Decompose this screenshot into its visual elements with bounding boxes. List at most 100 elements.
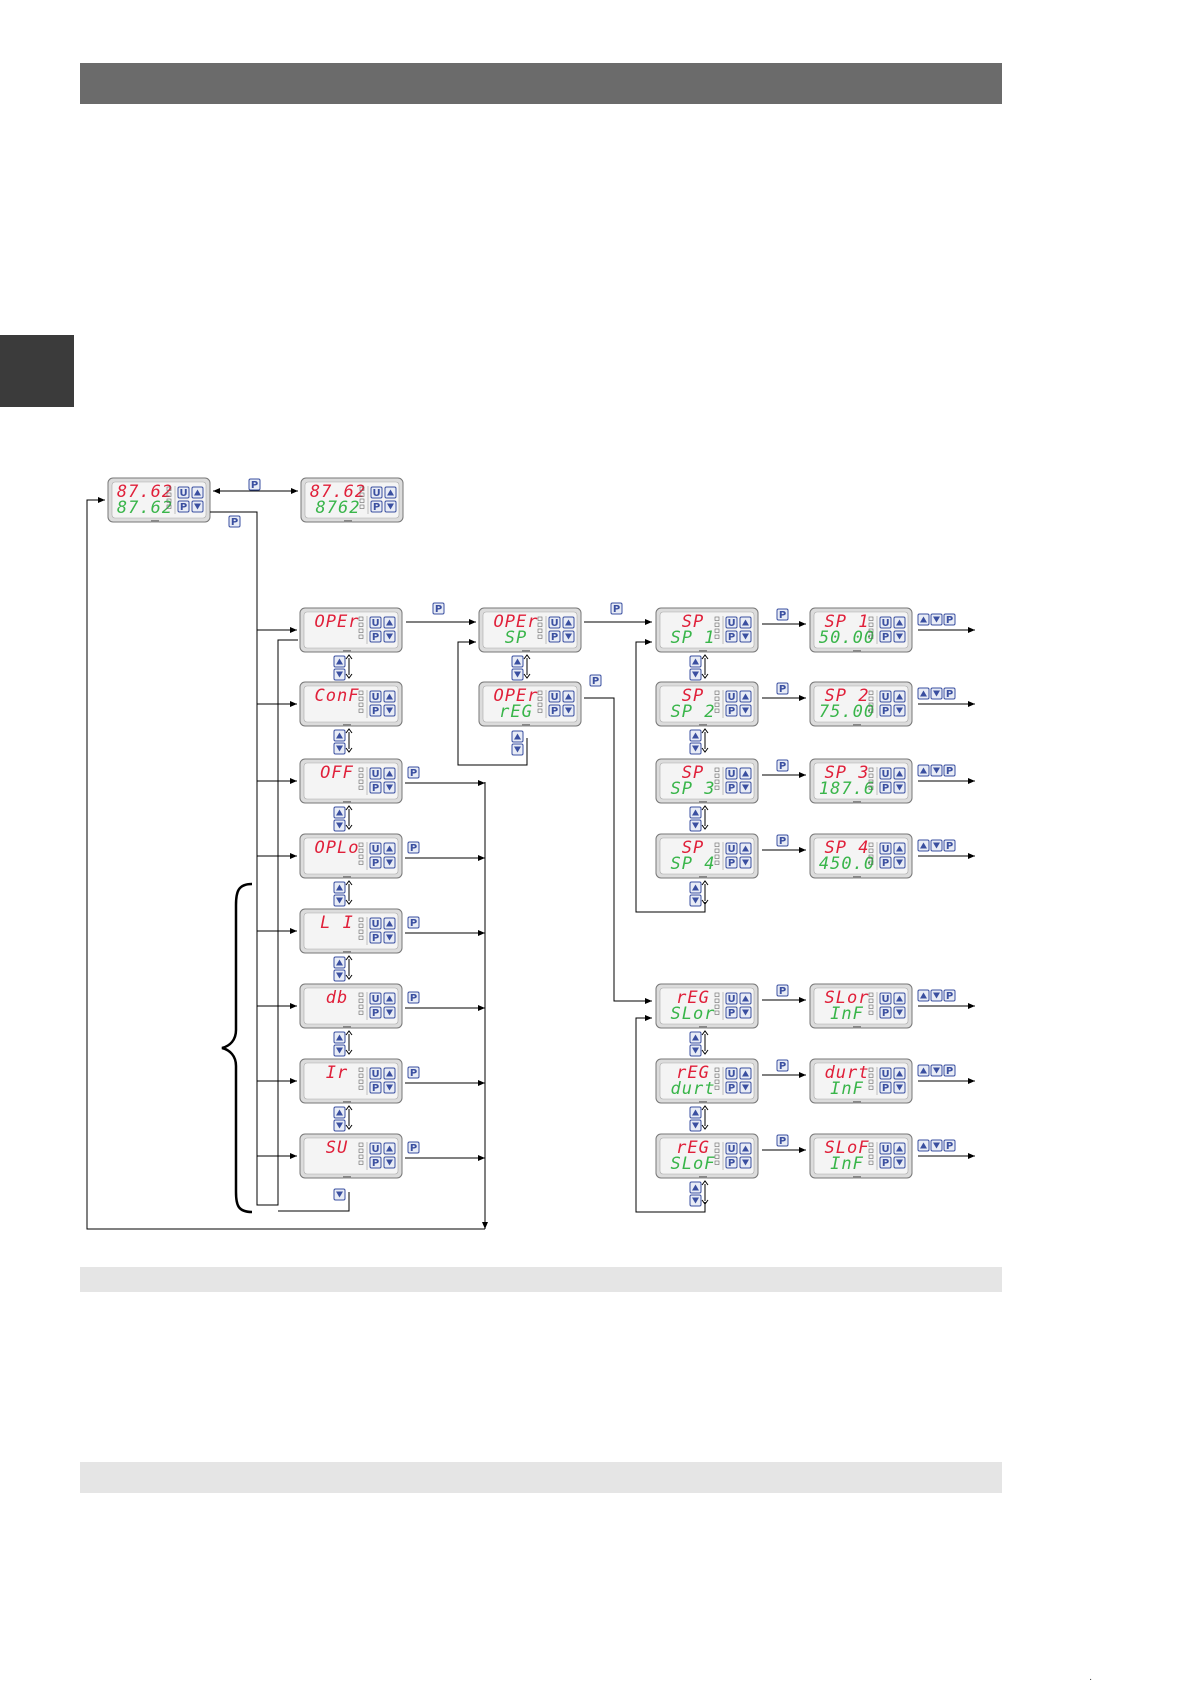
status-led <box>358 1148 364 1153</box>
brand-tag <box>699 1176 707 1179</box>
status-led <box>714 842 720 847</box>
svg-text:P: P <box>779 1061 786 1072</box>
brand-tag <box>343 1101 351 1104</box>
svg-text:P: P <box>946 841 953 852</box>
status-led <box>358 1067 364 1072</box>
triangle-up-icon <box>333 1106 346 1119</box>
status-led <box>537 696 543 701</box>
status-led <box>868 708 874 713</box>
triangle-up-icon <box>689 881 702 894</box>
p-key-icon: P <box>407 766 420 779</box>
triangle-up-icon <box>333 1031 346 1044</box>
p-key-icon: P <box>369 1156 382 1169</box>
triangle-up-icon <box>893 690 906 703</box>
triangle-down-icon <box>383 856 396 869</box>
status-led <box>358 1085 364 1090</box>
svg-text:P: P <box>410 918 417 929</box>
svg-text:U: U <box>727 692 735 703</box>
status-led <box>359 486 365 491</box>
status-led <box>358 935 364 940</box>
brand-tag <box>853 801 861 804</box>
svg-text:U: U <box>372 488 380 499</box>
display-top-value: db <box>326 988 348 1008</box>
status-led <box>714 785 720 790</box>
edit-keys: P <box>917 1064 956 1077</box>
status-led <box>714 1142 720 1147</box>
display-top-value: SP <box>682 763 704 783</box>
triangle-up-icon <box>689 1106 702 1119</box>
svg-text:P: P <box>728 706 735 717</box>
triangle-up-icon <box>689 806 702 819</box>
p-key-icon: P <box>725 1081 738 1094</box>
status-led <box>868 1142 874 1147</box>
status-led <box>714 1160 720 1165</box>
p-key-icon: P <box>369 781 382 794</box>
svg-text:P: P <box>728 858 735 869</box>
triangle-down-icon <box>893 704 906 717</box>
display-top-value: rEG <box>676 1063 710 1083</box>
status-led <box>714 616 720 621</box>
triangle-down-icon <box>383 1156 396 1169</box>
svg-text:U: U <box>179 488 187 499</box>
triangle-down-icon <box>930 764 943 777</box>
u-key-icon: U <box>725 992 738 1005</box>
triangle-down-icon <box>893 781 906 794</box>
navigation-keys <box>333 805 353 832</box>
loop-line <box>635 639 706 913</box>
u-key-icon: U <box>369 917 382 930</box>
triangle-down-icon <box>689 668 702 681</box>
brand-tag <box>522 724 530 727</box>
triangle-up-icon <box>383 1067 396 1080</box>
svg-text:P: P <box>882 1083 889 1094</box>
p-key-icon: P <box>879 630 892 643</box>
brand-tag <box>853 650 861 653</box>
navigation-keys <box>689 1180 709 1207</box>
u-key-icon: U <box>725 616 738 629</box>
display-top-value: durt <box>825 1063 870 1083</box>
triangle-up-icon <box>383 690 396 703</box>
svg-text:P: P <box>946 991 953 1002</box>
svg-text:P: P <box>882 1158 889 1169</box>
triangle-down-icon <box>333 819 346 832</box>
display-top-value: SLor <box>825 988 870 1008</box>
display-top-value: SLoF <box>825 1138 870 1158</box>
svg-text:P: P <box>410 1068 417 1079</box>
triangle-up-icon <box>917 1139 930 1152</box>
p-key-icon: P <box>369 704 382 717</box>
p-key-icon: P <box>725 704 738 717</box>
p-key-icon: P <box>725 1006 738 1019</box>
group-brace <box>221 882 253 1214</box>
display-bottom-value: 187.6 <box>819 779 875 799</box>
status-led <box>868 1160 874 1165</box>
status-led <box>714 1073 720 1078</box>
svg-text:P: P <box>946 689 953 700</box>
triangle-up-icon <box>739 767 752 780</box>
status-led <box>714 998 720 1003</box>
p-key-icon: P <box>589 674 602 687</box>
svg-text:P: P <box>728 1083 735 1094</box>
navigation-keys <box>689 728 709 755</box>
triangle-down-icon <box>383 781 396 794</box>
status-led <box>714 696 720 701</box>
navigation-keys <box>689 654 709 681</box>
side-tab <box>0 335 74 407</box>
status-led <box>868 1148 874 1153</box>
u-key-icon: U <box>369 1067 382 1080</box>
status-led <box>714 992 720 997</box>
u-key-icon: U <box>725 842 738 855</box>
status-led <box>358 634 364 639</box>
edit-keys: P <box>917 989 956 1002</box>
status-led <box>166 498 172 503</box>
display-bottom-value: 87.62 <box>117 498 173 518</box>
u-key-icon: U <box>725 767 738 780</box>
triangle-up-icon <box>739 616 752 629</box>
status-led <box>358 785 364 790</box>
u-key-icon: U <box>879 992 892 1005</box>
p-key-icon: P <box>407 841 420 854</box>
svg-text:P: P <box>779 684 786 695</box>
